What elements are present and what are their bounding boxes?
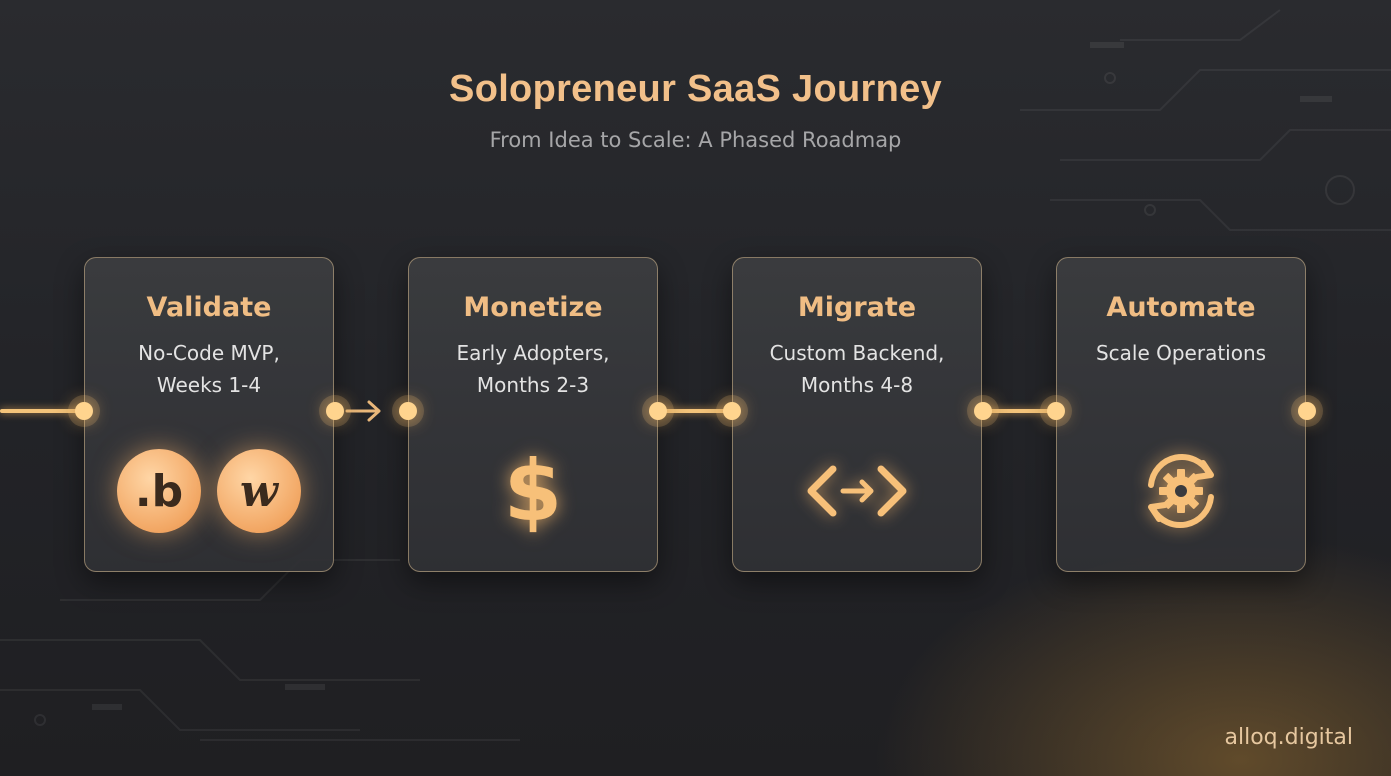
phase-desc-line: No-Code MVP,: [138, 341, 280, 365]
brand-logo-text: alloq.digital: [1224, 725, 1354, 750]
phase-icons: .b w: [85, 446, 333, 536]
connector-node: [1047, 402, 1065, 420]
phase-description: No-Code MVP, Weeks 1-4: [85, 337, 333, 401]
code-arrow-icon: [807, 465, 907, 517]
connector-line-2-3: [658, 409, 732, 413]
connector-line-lead: [0, 409, 84, 413]
phase-desc-line: Months 2-3: [476, 373, 590, 397]
bubble-logo-icon: .b: [117, 449, 201, 533]
phase-card-automate: Automate Scale Operations: [1056, 257, 1306, 572]
page-subtitle: From Idea to Scale: A Phased Roadmap: [489, 128, 902, 152]
dollar-sign-icon: $: [503, 442, 563, 540]
phase-description: Scale Operations: [1057, 337, 1305, 369]
connector-node: [75, 402, 93, 420]
connector-node: [326, 402, 344, 420]
arrow-right-icon: [345, 400, 381, 422]
phase-title: Automate: [1106, 292, 1256, 323]
gear-cycle-icon: [1148, 453, 1214, 529]
phase-card-validate: Validate No-Code MVP, Weeks 1-4 .b w: [84, 257, 334, 572]
phase-desc-line: Custom Backend,: [769, 341, 945, 365]
phase-description: Custom Backend, Months 4-8: [733, 337, 981, 401]
phase-desc-line: Early Adopters,: [456, 341, 610, 365]
connector-node: [723, 402, 741, 420]
phase-icons: $: [409, 446, 657, 536]
phase-title: Migrate: [797, 292, 917, 323]
phase-icons: [1057, 446, 1305, 536]
connector-node: [974, 402, 992, 420]
connector-node: [649, 402, 667, 420]
webflow-logo-icon: w: [217, 449, 301, 533]
phase-description: Early Adopters, Months 2-3: [409, 337, 657, 401]
phase-desc-line: Scale Operations: [1095, 341, 1267, 365]
phase-title: Validate: [146, 292, 272, 323]
phase-icons: [733, 446, 981, 536]
phase-card-migrate: Migrate Custom Backend, Months 4-8: [732, 257, 982, 572]
phase-card-monetize: Monetize Early Adopters, Months 2-3 $: [408, 257, 658, 572]
connector-node: [399, 402, 417, 420]
phase-desc-line: Months 4-8: [800, 373, 914, 397]
connector-line-3-4: [983, 409, 1056, 413]
phase-title: Monetize: [463, 292, 603, 323]
connector-node: [1298, 402, 1316, 420]
page-title: Solopreneur SaaS Journey: [449, 68, 942, 110]
phase-desc-line: Weeks 1-4: [156, 373, 262, 397]
